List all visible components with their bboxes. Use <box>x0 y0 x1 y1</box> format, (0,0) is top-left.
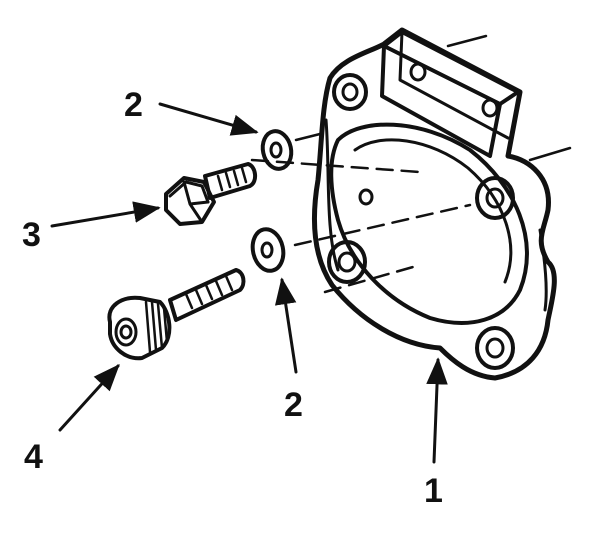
hex-bolt <box>164 162 257 226</box>
callout-housing: 1 <box>424 472 443 510</box>
arrow-housing <box>426 357 448 464</box>
callout-hex-bolt: 3 <box>22 216 41 254</box>
arrow-washer-upper <box>158 102 259 136</box>
alignment-lines <box>250 34 572 294</box>
callout-washer-lower: 2 <box>284 386 303 424</box>
arrow-washer-lower <box>274 277 298 374</box>
socket-cap-screw <box>107 268 246 361</box>
boss-left <box>327 240 367 284</box>
arrow-hex-bolt <box>50 201 161 228</box>
housing-part <box>312 27 557 381</box>
leader-arrows <box>50 102 448 464</box>
washer-lower <box>250 227 286 273</box>
boss-top-left <box>332 73 368 111</box>
arrow-socket-screw <box>58 363 120 432</box>
callout-socket-screw: 4 <box>24 438 43 476</box>
boss-right <box>475 176 515 220</box>
boss-bottom-right <box>475 326 515 370</box>
callout-washer-upper: 2 <box>124 86 143 124</box>
washer-upper <box>260 129 294 171</box>
